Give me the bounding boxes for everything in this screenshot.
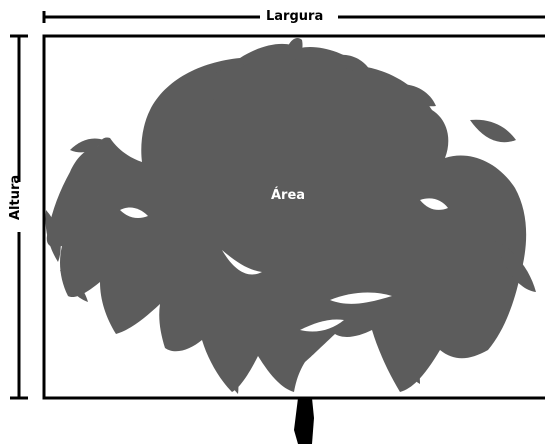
leaf-lower-left — [196, 300, 217, 352]
gap-left — [222, 250, 262, 275]
trunk — [294, 398, 314, 444]
leaf-right-crown — [400, 84, 436, 107]
area-label: Área — [271, 188, 306, 203]
gap-left-lobe — [120, 207, 148, 218]
leaf-lower-center — [224, 350, 239, 394]
gap-right-lobe — [420, 198, 448, 210]
leaf-left-bottom — [60, 270, 88, 302]
leaf-right-top — [470, 119, 516, 143]
width-label: Largura — [262, 9, 328, 25]
leaf-upper-right — [332, 54, 370, 72]
width-dimension — [42, 11, 545, 23]
leaf-left-outer — [45, 210, 61, 262]
leaf-lower-right — [395, 330, 420, 384]
leaf-left-top — [70, 138, 104, 153]
canopy-gaps — [120, 198, 448, 332]
gap-lower-branch — [300, 319, 344, 332]
gap-right-branch — [330, 292, 392, 304]
height-label: Altura — [8, 174, 24, 220]
leaf-right-outer — [495, 240, 536, 292]
canopy-main — [46, 43, 527, 392]
height-dimension — [10, 34, 28, 400]
leaf-top-tip — [288, 38, 303, 60]
tree-canopy-silhouette — [45, 38, 536, 394]
leaf-upper-left — [195, 64, 244, 100]
bounding-rectangle — [42, 34, 545, 400]
